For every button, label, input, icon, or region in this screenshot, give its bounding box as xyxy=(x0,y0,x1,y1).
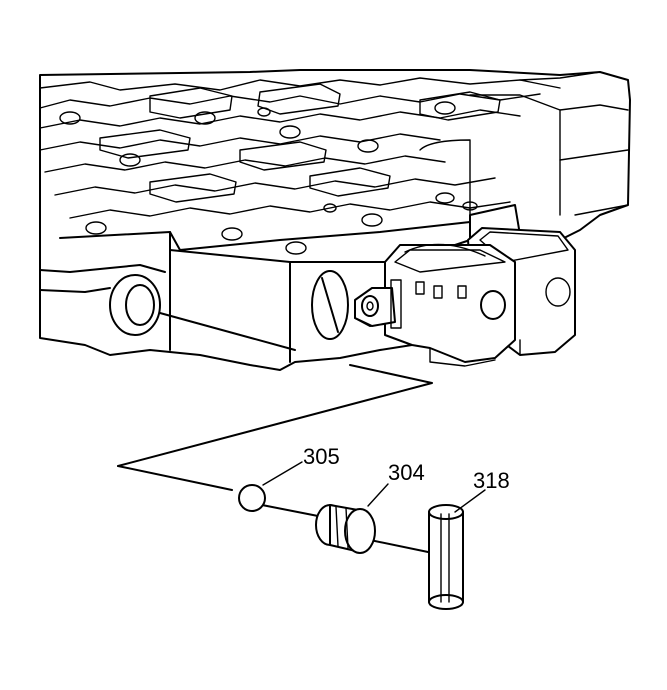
callout-318: 318 xyxy=(473,468,510,493)
roll-pin xyxy=(428,489,486,610)
check-ball xyxy=(238,461,303,512)
explosion-line xyxy=(117,312,433,553)
callout-304: 304 xyxy=(388,460,425,485)
valve-body xyxy=(39,69,631,371)
callout-305: 305 xyxy=(303,444,340,469)
front-solenoid xyxy=(354,243,516,367)
bore-plug xyxy=(315,483,389,554)
